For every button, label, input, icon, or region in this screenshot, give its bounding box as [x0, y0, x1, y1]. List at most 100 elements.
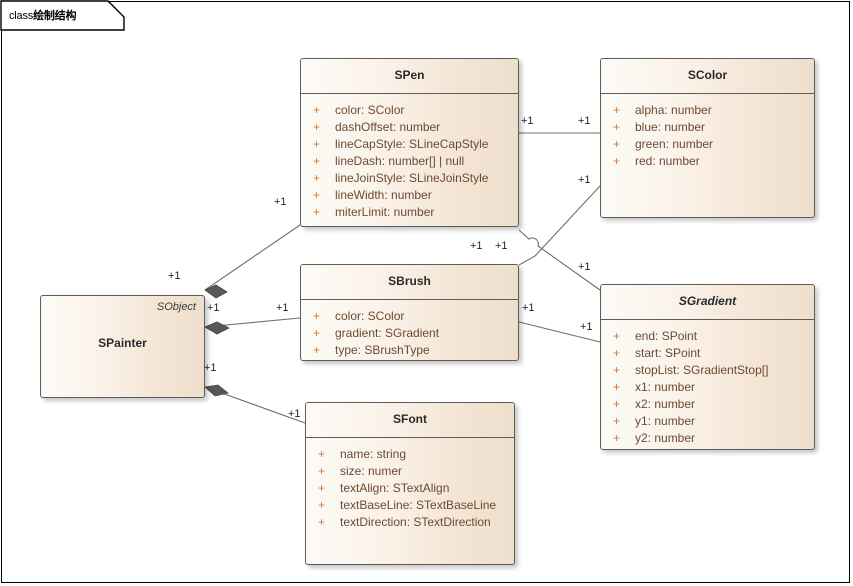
link-spen-sgradient — [518, 229, 601, 291]
attribute-visibility: + — [313, 309, 321, 323]
attribute-text: y1: number — [635, 414, 696, 428]
attribute-text: name: string — [340, 447, 407, 461]
attribute-row: +end: SPoint — [601, 328, 814, 345]
diagram-tab-keyword: class — [9, 10, 34, 22]
link-spainter-spen — [204, 224, 301, 291]
attribute-text: textBaseLine: STextBaseLine — [340, 498, 497, 512]
composition-diamond-spen — [204, 284, 228, 299]
diagram-tab-name: 绘制结构 — [33, 10, 77, 22]
mult-spainter-spen-target: +1 — [274, 196, 287, 208]
attribute-text: lineCapStyle: SLineCapStyle — [335, 137, 489, 151]
attribute-row: + miterLimit: number — [301, 204, 518, 221]
sfont-title: SFont — [393, 412, 427, 426]
sgradient-attributes: +end: SPoint+start: SPoint+stopList: SGr… — [601, 320, 814, 449]
attribute-text: color: SColor — [335, 309, 405, 323]
attribute-text: stopList: SGradientStop[] — [635, 363, 769, 377]
mult-sbrush-sgradient-target2: +1 — [580, 321, 593, 333]
class-box-spen[interactable]: SPen +color: SColor+dashOffset: number+l… — [300, 58, 519, 227]
sfont-header: SFont — [306, 403, 514, 438]
attribute-row: + alpha: number — [601, 102, 814, 119]
attribute-visibility: + — [318, 464, 326, 478]
attribute-visibility: + — [613, 154, 621, 168]
attribute-text: x1: number — [635, 380, 696, 394]
attribute-text: textAlign: STextAlign — [340, 481, 450, 495]
attribute-text: gradient: SGradient — [335, 326, 440, 340]
mult-spen-sgradient-source: +1 — [470, 240, 483, 252]
attribute-text: blue: number — [635, 120, 706, 134]
class-box-sfont[interactable]: SFont + name: string + size: numer + textAlig… — [305, 402, 515, 565]
sbrush-title: SBrush — [388, 274, 431, 288]
attribute-row: + stopList: SGradientStop[] — [601, 362, 814, 379]
attribute-visibility: + — [313, 137, 321, 151]
attribute-visibility: + — [318, 515, 326, 529]
attribute-row: + green: number — [601, 136, 814, 153]
attribute-text: color: SColor — [335, 103, 405, 117]
attribute-visibility: + — [613, 414, 621, 428]
attribute-text: miterLimit: number — [335, 205, 435, 219]
attribute-row: +lineWidth: number — [301, 187, 518, 204]
spainter-title: SPainter — [98, 336, 147, 350]
spen-header: SPen — [301, 59, 518, 94]
attribute-visibility: + — [313, 154, 321, 168]
mult-spainter-sfont-target: +1 — [288, 408, 301, 420]
attribute-visibility: + — [318, 481, 326, 495]
sgradient-header: SGradient — [601, 285, 814, 320]
mult-spainter-sfont-source: +1 — [204, 362, 217, 374]
sbrush-header: SBrush — [301, 265, 518, 300]
attribute-row: + y1: number — [601, 413, 814, 430]
attribute-visibility: + — [613, 431, 621, 445]
sgradient-title: SGradient — [678, 294, 737, 308]
diagram-tab-label: class绘制结构 — [9, 7, 76, 23]
attribute-text: red: number — [635, 154, 700, 168]
attribute-visibility: + — [313, 205, 321, 219]
attribute-text: end: SPoint — [635, 329, 698, 343]
composition-diamond-sbrush — [204, 321, 230, 335]
attribute-visibility: + — [313, 120, 321, 134]
attribute-text: type: SBrushType — [335, 343, 430, 357]
attribute-row: + lineDash: number[] | null — [301, 153, 518, 170]
scolor-header: SColor — [601, 59, 814, 94]
attribute-text: start: SPoint — [635, 346, 701, 360]
attribute-visibility: + — [313, 171, 321, 185]
mult-sbrush-scolor-source: +1 — [495, 240, 508, 252]
attribute-text: size: numer — [340, 464, 403, 478]
composition-diamond-sfont — [204, 384, 229, 397]
attribute-row: +start: SPoint — [601, 345, 814, 362]
attribute-text: y2: number — [635, 431, 696, 445]
link-sbrush-scolor — [518, 185, 601, 266]
attribute-row: + textBaseLine: STextBaseLine — [306, 497, 514, 514]
mult-spen-sgradient-target: +1 — [578, 261, 591, 273]
attribute-text: green: number — [635, 137, 714, 151]
scolor-attributes: +alpha: number+blue: number+green: numbe… — [601, 94, 814, 176]
attribute-row: +dashOffset: number — [301, 119, 518, 136]
mult-sbrush-scolor-target: +1 — [578, 174, 591, 186]
spainter-stereotype: SObject — [156, 301, 196, 313]
attribute-row: + type: SBrushType — [301, 342, 518, 359]
attribute-row: + y2: number — [601, 430, 814, 447]
attribute-row: + red: number — [601, 153, 814, 170]
attribute-visibility: + — [313, 343, 321, 357]
attribute-text: lineJoinStyle: SLineJoinStyle — [335, 171, 489, 185]
scolor-title: SColor — [687, 68, 728, 82]
attribute-row: + color: SColor — [301, 102, 518, 119]
attribute-row: + lineJoinStyle: SLineJoinStyle — [301, 170, 518, 187]
attribute-text: lineDash: number[] | null — [335, 154, 465, 168]
class-box-sbrush[interactable]: SBrush + color: SColor + gradient: SGradien… — [300, 264, 519, 361]
attribute-row: + color: SColor — [301, 308, 518, 325]
attribute-visibility: + — [613, 137, 621, 151]
class-box-spainter[interactable]: SObject SPainter — [40, 295, 205, 398]
attribute-visibility: + — [318, 498, 326, 512]
attribute-visibility: + — [613, 103, 621, 117]
attribute-text: alpha: number — [635, 103, 712, 117]
attribute-row: + textDirection: STextDirection — [306, 514, 514, 531]
class-box-scolor[interactable]: SColor +alpha: number+blue: number+green… — [600, 58, 815, 218]
attribute-row: +blue: number — [601, 119, 814, 136]
attribute-visibility: + — [613, 363, 621, 377]
class-box-sgradient[interactable]: SGradient +end: SPoint+start: SPoint+sto… — [600, 284, 815, 450]
attribute-visibility: + — [313, 188, 321, 202]
attribute-visibility: + — [313, 103, 321, 117]
attribute-visibility: + — [318, 447, 326, 461]
attribute-text: textDirection: STextDirection — [340, 515, 491, 529]
